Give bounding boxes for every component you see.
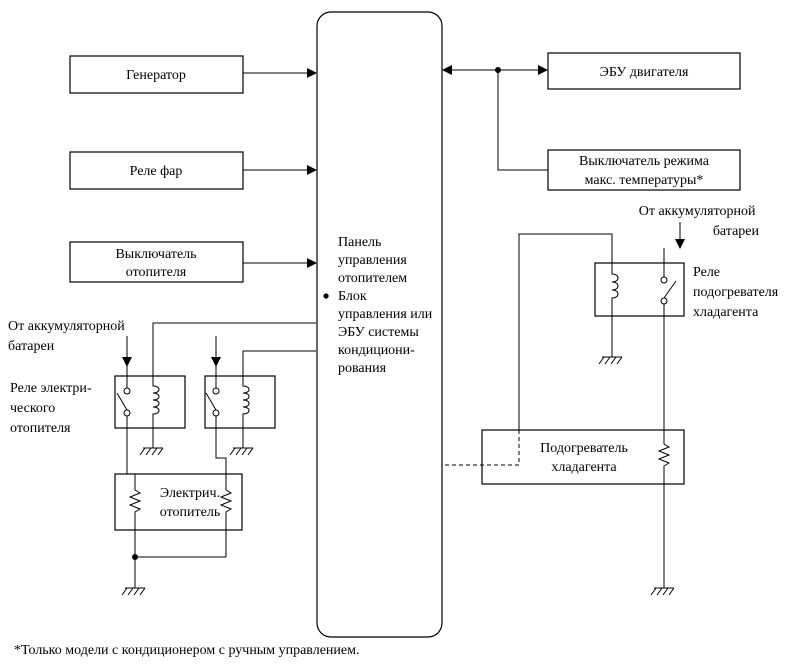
svg-text:отопителя: отопителя (126, 265, 187, 280)
heater-resistor-symbol (657, 430, 671, 484)
relay-control-wire (518, 233, 613, 430)
coolant-heater-internal-wire (443, 430, 520, 466)
max-temp-switch-wire (497, 70, 548, 171)
coolant-heater-box: Подогреватель хладагента (481, 429, 685, 485)
relay-coil-symbol (611, 267, 619, 305)
relay-contact-top (660, 276, 668, 284)
coolant-heater-relay (594, 262, 685, 317)
relay-contact-bottom (660, 297, 668, 305)
svg-text:макс. температуры*: макс. температуры* (585, 173, 704, 188)
ground-icon (650, 587, 675, 596)
central-control-block: Панель управления отопителем Блок управл… (316, 11, 443, 638)
ground-icon (121, 587, 146, 596)
svg-text:Выключатель: Выключатель (115, 247, 196, 262)
relay-switch-blade (663, 280, 677, 299)
ground-icon (598, 356, 623, 365)
central-block-label: Панель управления отопителем Блок управл… (338, 235, 436, 376)
relay-coil-symbol (152, 380, 160, 424)
heater-switch-box: Выключатель отопителя (69, 241, 244, 283)
svg-text:Реле фар: Реле фар (130, 164, 183, 179)
svg-text:хладагента: хладагента (551, 460, 617, 475)
max-temp-switch-box: Выключатель режима макс. температуры* (547, 149, 741, 191)
svg-text:Выключатель режима: Выключатель режима (579, 154, 710, 169)
svg-text:Электрич.: Электрич. (160, 486, 220, 501)
electric-heater-relay-1 (114, 375, 186, 429)
battery-right-label: От аккумуляторной батареи (639, 204, 760, 239)
headlight-relay-box: Реле фар (69, 151, 244, 190)
generator-box: Генератор (69, 55, 244, 94)
electric-heater-relay-label: Реле электри- ческого отопителя (10, 381, 95, 436)
or-bullet (323, 293, 329, 299)
relay-switch-blade (205, 392, 217, 411)
electric-heater-box: Электрич. отопитель (114, 473, 243, 531)
svg-text:ЭБУ двигателя: ЭБУ двигателя (600, 65, 689, 80)
svg-text:отопитель: отопитель (160, 505, 220, 520)
coolant-heater-relay-label: Реле подогревателя хладагента (693, 265, 782, 320)
svg-text:Подогреватель: Подогреватель (540, 441, 628, 456)
engine-ecu-box: ЭБУ двигателя (547, 52, 741, 90)
relay-coil-symbol (242, 380, 250, 424)
electric-heater-relay-2 (204, 375, 276, 429)
ground-icon (139, 447, 164, 456)
heater-resistor-symbol (219, 474, 233, 530)
relay-2-output-wire (215, 416, 227, 474)
heater-resistor-symbol (128, 474, 142, 530)
ground-icon (229, 447, 254, 456)
relay-switch-blade (116, 392, 128, 411)
footnote: *Только модели с кондиционером с ручным … (14, 643, 359, 658)
relay-1-control-wire (152, 322, 316, 380)
svg-text:Генератор: Генератор (126, 68, 186, 83)
battery-left-label: От аккумуляторной батареи (8, 319, 128, 354)
relay-2-control-wire (242, 350, 316, 380)
